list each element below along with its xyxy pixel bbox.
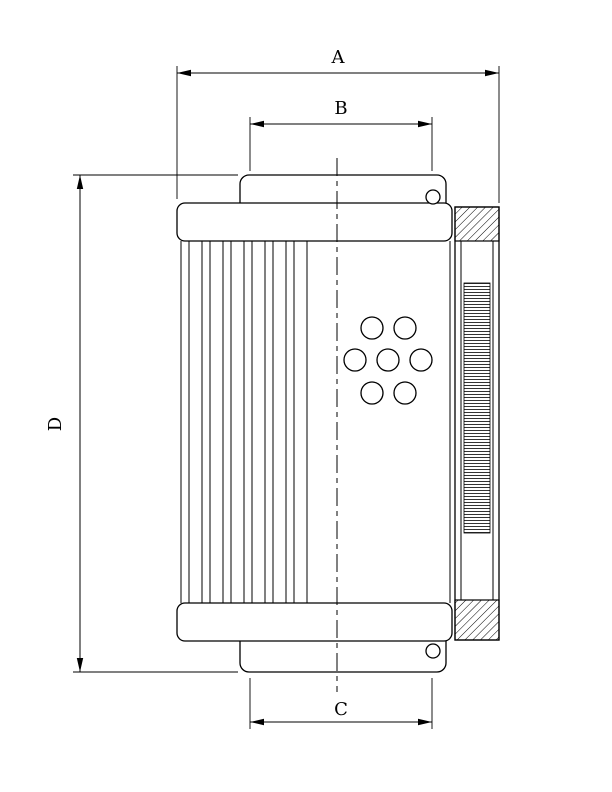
arrow-left-icon [250, 718, 264, 726]
perforation-hole [376, 348, 400, 372]
wire-mesh [463, 282, 491, 534]
top-end-cap [176, 202, 453, 242]
filter-element-drawing [176, 158, 500, 692]
dimension-d: D [45, 174, 238, 673]
top-o-ring [425, 189, 441, 205]
dimension-a: A [176, 47, 500, 203]
perforation-hole [393, 316, 417, 340]
dimension-label-b: B [334, 98, 347, 119]
bottom-o-ring [425, 643, 441, 659]
dimension-c: C [249, 678, 433, 729]
perforation-hole [409, 348, 433, 372]
perforation-hole [393, 381, 417, 405]
arrow-up-icon [76, 175, 84, 189]
outer-shell [454, 206, 500, 641]
arrow-left-icon [177, 69, 191, 77]
dimension-label-c: C [334, 699, 348, 720]
dimension-label-a: A [331, 47, 346, 68]
perforation-hole [343, 348, 367, 372]
perforation-hole [360, 381, 384, 405]
perforation-holes [343, 316, 433, 405]
arrow-right-icon [485, 69, 499, 77]
bottom-end-cap [176, 602, 453, 642]
dimension-b: B [249, 98, 433, 171]
arrow-left-icon [250, 120, 264, 128]
perforation-hole [360, 316, 384, 340]
pleated-media [180, 241, 308, 603]
arrow-right-icon [418, 718, 432, 726]
bottom-seal-hatch [454, 599, 500, 641]
arrow-right-icon [418, 120, 432, 128]
dimension-label-d: D [45, 417, 66, 431]
arrow-down-icon [76, 658, 84, 672]
top-seal-hatch [454, 206, 500, 242]
